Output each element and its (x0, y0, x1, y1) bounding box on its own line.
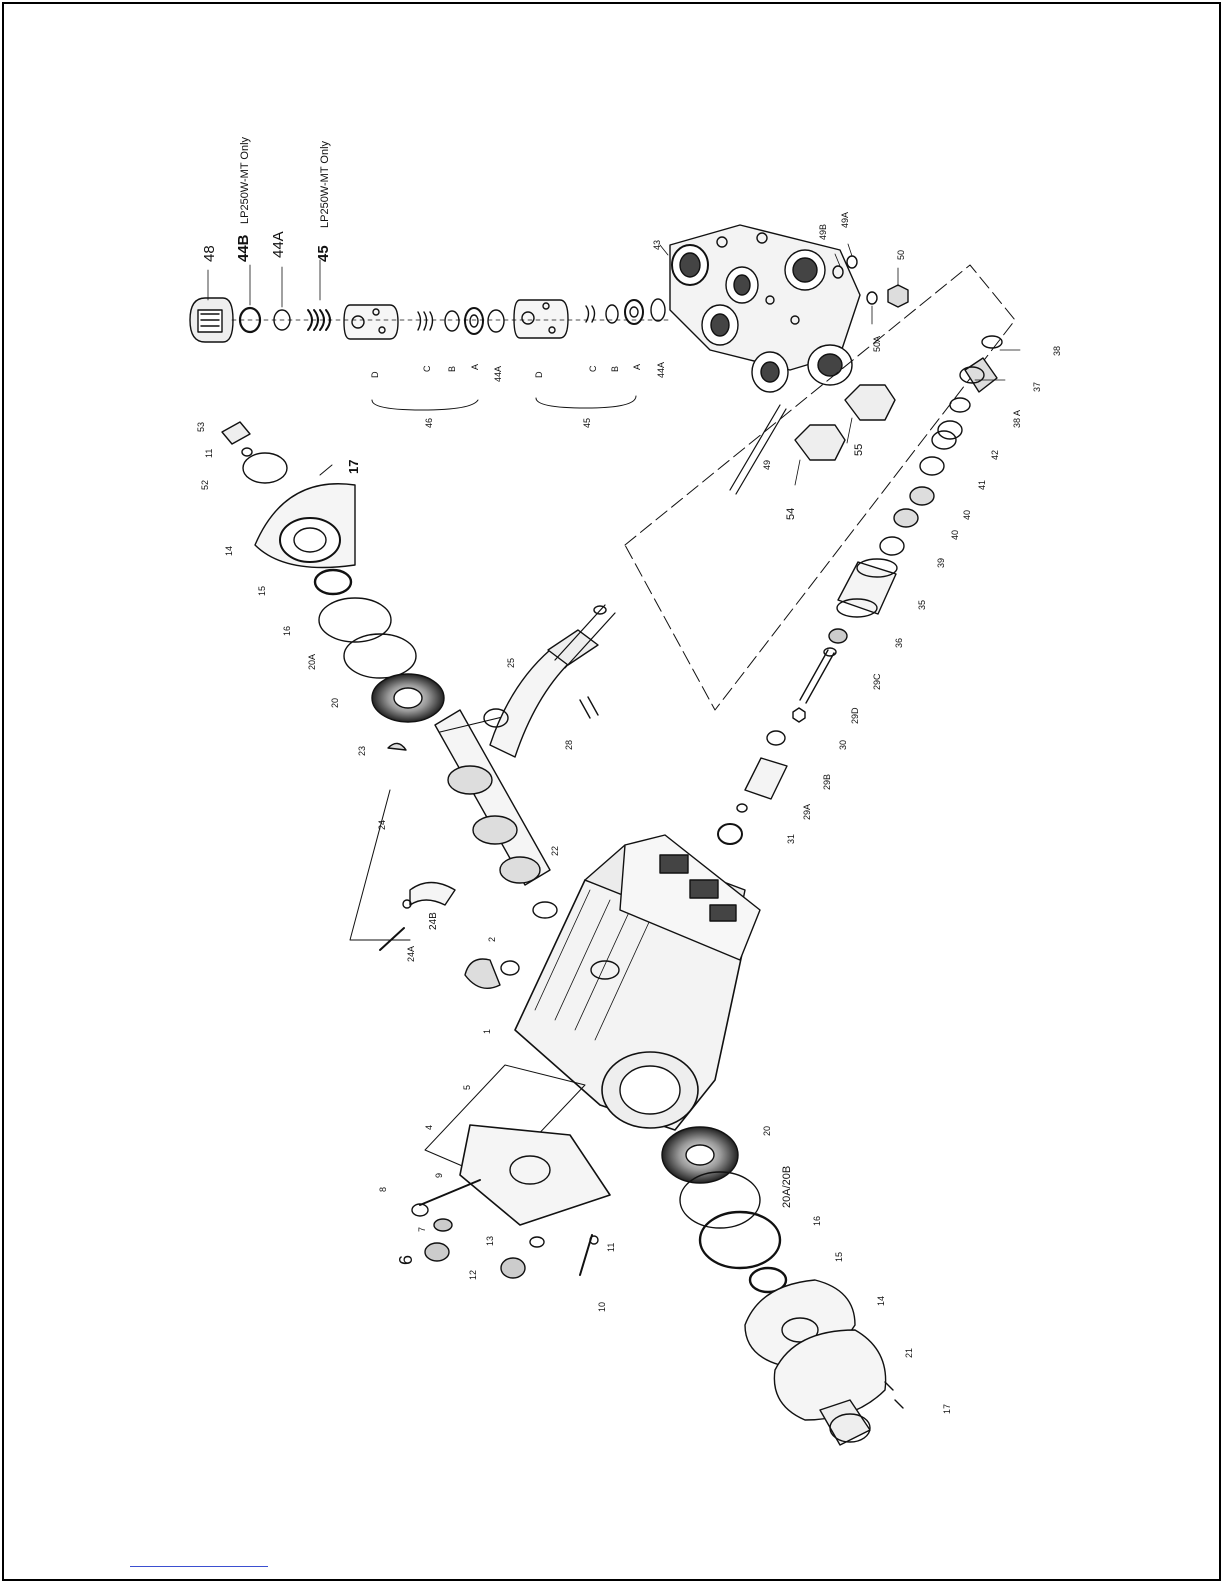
label-44b-note: LP250W-MT Only (239, 136, 251, 224)
valve-label-b: B (447, 366, 457, 372)
part-49b: 49B (818, 224, 828, 240)
valve-label-c: C (422, 365, 432, 372)
part-24a: 24A (406, 946, 416, 962)
part-11b: 11 (606, 1243, 616, 1252)
part-11: 11 (204, 449, 214, 458)
part-6: 6 (396, 1255, 416, 1265)
part-14-right: 14 (876, 1296, 886, 1306)
part-38a: 38 A (1012, 410, 1022, 428)
part-37: 37 (1032, 382, 1042, 392)
part-49: 49 (762, 460, 772, 470)
part-22: 22 (550, 846, 560, 856)
valve-group-45: 45 (582, 418, 592, 428)
part-53: 53 (196, 422, 206, 432)
part-7: 7 (417, 1227, 427, 1232)
part-15: 15 (257, 586, 267, 596)
label-45-note: LP250W-MT Only (319, 140, 331, 228)
part-14: 14 (224, 546, 234, 556)
part-10: 10 (597, 1302, 607, 1312)
part-5: 5 (462, 1085, 472, 1090)
bearing-cover-left (222, 422, 444, 722)
part-24b: 24B (428, 912, 439, 930)
part-8: 8 (378, 1187, 388, 1192)
manifold-43 (625, 225, 1015, 710)
valve-label-c2: C (588, 365, 598, 372)
part-20-right: 20 (762, 1126, 772, 1136)
part-40: 40 (962, 510, 972, 520)
part-20: 20 (330, 698, 340, 708)
label-44b: 44B (235, 234, 252, 262)
part-13: 13 (485, 1236, 495, 1246)
part-52: 52 (200, 480, 210, 490)
valve-label-b2: B (610, 366, 620, 372)
part-16: 16 (282, 626, 292, 636)
part-24: 24 (377, 820, 387, 830)
label-48: 48 (201, 245, 218, 262)
part-30: 30 (838, 740, 848, 750)
valve-label-44a: 44A (493, 366, 503, 382)
part-38: 38 (1052, 346, 1062, 356)
valve-label-a: A (470, 364, 480, 370)
part-29c: 29C (872, 673, 882, 690)
part-20a: 20A (307, 654, 317, 670)
valve-group-46: 46 (424, 418, 434, 428)
part-29d: 29D (850, 707, 860, 724)
crankshaft (350, 605, 615, 950)
part-31: 31 (786, 834, 796, 844)
valve-label-d: D (370, 371, 380, 378)
part-50: 50 (896, 250, 906, 260)
part-40b: 40 (950, 530, 960, 540)
leader-lines (208, 244, 1020, 485)
part-43: 43 (652, 240, 662, 250)
part-29b: 29B (822, 774, 832, 790)
part-29a: 29A (802, 804, 812, 820)
part-9: 9 (434, 1173, 444, 1178)
part-54: 54 (785, 508, 797, 520)
part-42: 42 (990, 450, 1000, 460)
label-45: 45 (315, 245, 332, 262)
valve-stack-top (190, 298, 672, 410)
valve-label-d2: D (534, 371, 544, 378)
part-17-right: 17 (942, 1404, 952, 1414)
part-41: 41 (977, 480, 987, 490)
part-49a: 49A (840, 212, 850, 228)
part-39: 39 (936, 558, 946, 568)
part-55: 55 (853, 444, 865, 456)
part-1: 1 (482, 1029, 492, 1034)
part-50a: 50A (872, 336, 882, 352)
part-25: 25 (506, 658, 516, 668)
part-16-right: 16 (812, 1216, 822, 1226)
part-21: 21 (904, 1348, 914, 1358)
part-2: 2 (487, 937, 497, 942)
valve-label-44a2: 44A (656, 362, 666, 378)
footer-link-underline[interactable] (130, 1566, 268, 1567)
part-20a-20b: 20A/20B (781, 1166, 793, 1208)
part-12: 12 (468, 1270, 478, 1280)
part-17: 17 (346, 460, 361, 474)
part-4: 4 (424, 1125, 434, 1130)
valve-label-a2: A (632, 364, 642, 370)
crankcase-1 (412, 835, 760, 1278)
part-35: 35 (917, 600, 927, 610)
label-44a: 44A (270, 231, 287, 258)
part-36: 36 (894, 638, 904, 648)
part-23: 23 (357, 746, 367, 756)
part-15-right: 15 (834, 1252, 844, 1262)
part-28: 28 (564, 740, 574, 750)
